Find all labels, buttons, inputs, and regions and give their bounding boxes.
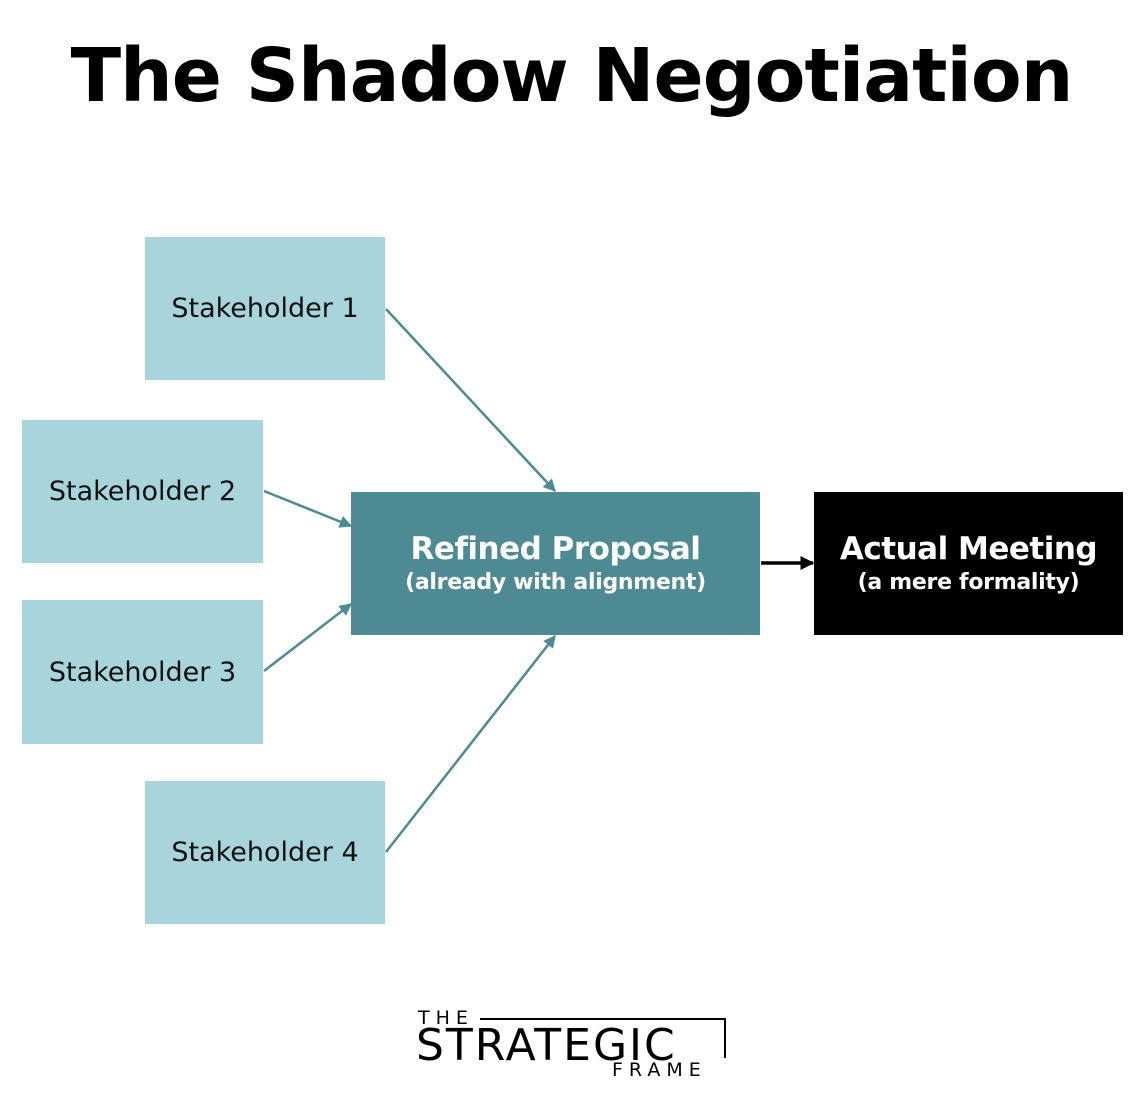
- proposal-title: Refined Proposal: [410, 530, 701, 567]
- stakeholder-2-label: Stakeholder 2: [48, 476, 237, 507]
- page-title: The Shadow Negotiation: [70, 33, 1074, 119]
- meeting-title: Actual Meeting: [839, 530, 1098, 567]
- strategic-frame-logo: THE STRATEGIC FRAME: [416, 1008, 728, 1082]
- proposal-subtitle: (already with alignment): [405, 569, 706, 595]
- arrow-stakeholder-4: [385, 635, 556, 853]
- refined-proposal-box: Refined Proposal (already with alignment…: [351, 492, 760, 635]
- logo-frame-text: FRAME: [612, 1059, 707, 1081]
- stakeholder-2-box: Stakeholder 2: [22, 420, 263, 563]
- logo-main-text: STRATEGIC: [416, 1020, 677, 1071]
- logo-frame-line-right: [724, 1018, 726, 1058]
- stakeholder-3-label: Stakeholder 3: [48, 656, 237, 688]
- meeting-subtitle: (a mere formality): [857, 569, 1080, 595]
- logo-the-text: THE: [418, 1007, 474, 1029]
- logo-frame-line: [480, 1018, 726, 1020]
- stakeholder-1-box: Stakeholder 1: [145, 237, 385, 380]
- stakeholder-4-label: Stakeholder 4: [171, 837, 359, 868]
- stakeholder-1-label: Stakeholder 1: [171, 293, 359, 324]
- arrow-stakeholder-1: [385, 308, 556, 492]
- arrow-stakeholder-2: [263, 489, 353, 528]
- stakeholder-4-box: Stakeholder 4: [145, 781, 385, 924]
- arrow-stakeholder-3: [263, 603, 352, 672]
- stakeholder-3-box: Stakeholder 3: [22, 600, 263, 744]
- actual-meeting-box: Actual Meeting (a mere formality): [814, 492, 1123, 635]
